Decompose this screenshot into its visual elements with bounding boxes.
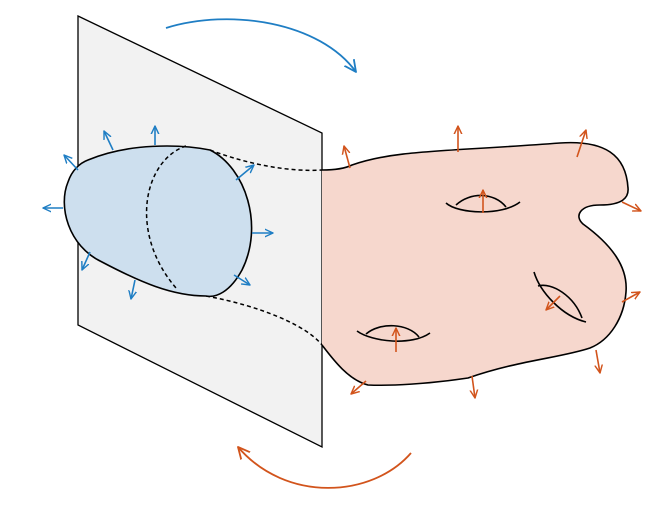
blue-normal-arrow xyxy=(235,165,254,181)
blue-normal-arrow xyxy=(82,251,91,270)
orange-surface xyxy=(322,142,629,386)
orange-surface-outline xyxy=(321,141,629,387)
orange-normal-vectors xyxy=(344,126,641,398)
orange-normal-arrow xyxy=(344,146,351,169)
blue-inner-dashed-curve xyxy=(145,145,187,289)
orange-normal-arrow xyxy=(472,375,475,398)
blue-normal-arrow xyxy=(131,279,135,299)
curved-arrow-blue xyxy=(165,18,356,72)
orange-normal-arrow xyxy=(621,201,641,212)
orange-normal-arrow xyxy=(351,380,367,394)
orange-normal-arrow xyxy=(596,349,600,373)
curved-arrow-orange xyxy=(238,447,412,489)
dashed-lower-curve xyxy=(205,295,323,346)
orange-normal-arrow xyxy=(621,292,640,303)
handle-bottom-left xyxy=(356,324,431,342)
orange-normal-arrow xyxy=(546,295,561,310)
blue-normal-arrow xyxy=(103,131,114,151)
blue-normal-arrow xyxy=(233,274,250,285)
blue-cross-section xyxy=(63,145,253,298)
blue-normal-arrow xyxy=(64,155,79,171)
blue-normal-vectors xyxy=(43,126,273,299)
orange-normal-arrow xyxy=(576,130,586,158)
